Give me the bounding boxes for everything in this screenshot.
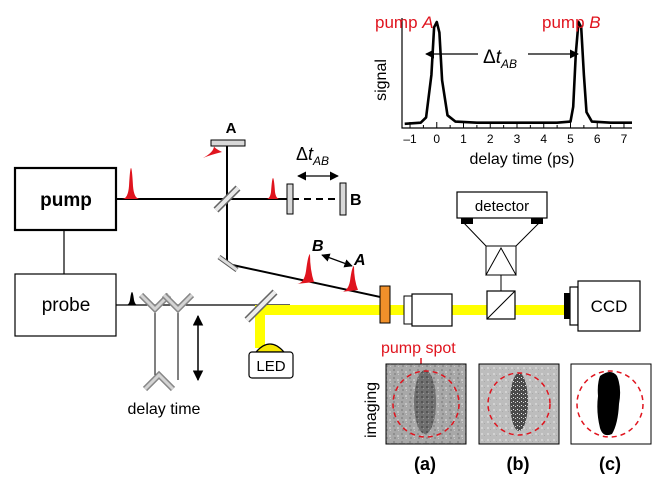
x-tick-label: –1	[403, 132, 417, 146]
cube-diagonal	[486, 290, 516, 320]
led-box	[248, 351, 294, 379]
ccd-window	[564, 293, 570, 319]
inset-ticks	[409, 122, 625, 128]
delay-dt-label: ΔtAB	[296, 144, 329, 168]
probe-label: probe	[42, 295, 91, 316]
detector-label: detector	[475, 198, 529, 215]
delay-mirror-fixed	[286, 183, 294, 215]
pump-turn-mirror	[218, 255, 238, 272]
x-tick-label: 2	[487, 132, 494, 146]
beam-label-a: A	[353, 252, 366, 269]
delay-time-label: delay time	[128, 401, 201, 418]
dt-ab-mask	[478, 38, 528, 70]
inset-dt-sub: AB	[500, 57, 517, 71]
ccd-front	[569, 286, 579, 326]
detector-fan-right	[515, 221, 541, 247]
panel-b: (b)	[478, 363, 560, 474]
pump-b-letter: B	[589, 13, 600, 32]
x-tick-label: 4	[540, 132, 547, 146]
pump-pulse-main	[122, 168, 140, 199]
delay-dt-sub: AB	[312, 154, 329, 168]
probe-beamsplitter	[245, 290, 277, 322]
pump-a-prefix: pump	[375, 13, 422, 32]
objective-front	[403, 295, 413, 325]
inset-axes	[401, 18, 632, 129]
pump-box	[13, 166, 118, 232]
pump-a-label: pump A	[375, 13, 434, 32]
led-label: LED	[256, 358, 285, 375]
detector-prism-frame	[485, 245, 517, 276]
panel-a-label: (a)	[414, 454, 436, 474]
panel-b-pump-circle	[487, 372, 551, 436]
inset-ylabel: signal	[373, 59, 390, 101]
panel-a-spot	[414, 370, 436, 434]
x-tick-label: 3	[514, 132, 521, 146]
pump-spot-label: pump spot	[381, 340, 456, 357]
ccd-box	[577, 280, 641, 332]
beam-pulse-b	[296, 254, 314, 284]
detector-fan-left	[462, 221, 487, 247]
panel-c: (c)	[570, 363, 652, 474]
detector-diode-left	[461, 218, 473, 224]
imaging-label: imaging	[363, 382, 380, 438]
ccd-label: CCD	[591, 297, 628, 316]
x-tick-label: 6	[594, 132, 601, 146]
mirror-b-label: B	[350, 192, 362, 209]
objective-body	[411, 293, 453, 327]
panel-c-pump-circle	[576, 370, 644, 438]
pump-a-letter: A	[421, 13, 433, 32]
detector-prism	[485, 246, 517, 276]
retroreflector-top-right	[162, 293, 194, 312]
pump-b-label: pump B	[542, 13, 601, 32]
pump-b-prefix: pump	[542, 13, 589, 32]
retroreflector-top-left	[139, 293, 171, 312]
x-tick-label: 7	[621, 132, 628, 146]
inset-dt-var: t	[496, 47, 502, 68]
probe-pulse	[126, 292, 138, 305]
delay-dt-var: t	[308, 144, 314, 164]
inset-dt-symbol: Δ	[483, 47, 496, 68]
x-tick-label: 0	[433, 132, 440, 146]
retroreflector-bottom	[143, 372, 175, 391]
sample	[379, 285, 391, 324]
beam-ab-arrow	[321, 253, 353, 268]
panel-c-spot	[597, 372, 621, 436]
panel-a: (a)	[385, 363, 467, 474]
panel-b-spot	[510, 373, 528, 431]
mirror-a-label: A	[226, 120, 237, 137]
detector-box	[456, 191, 548, 219]
detector-diode-right	[531, 218, 543, 224]
x-tick-label: 1	[460, 132, 467, 146]
x-tick-label: 5	[567, 132, 574, 146]
panel-a-pump-circle	[392, 370, 460, 438]
inset-dt-label: ΔtAB	[483, 47, 517, 71]
pump-beamsplitter	[214, 186, 240, 212]
delay-dt-symbol: Δ	[296, 144, 308, 164]
inset-tick-labels: –1 0 1 2 3 4 5 6 7	[403, 132, 627, 146]
panel-c-label: (c)	[599, 454, 621, 474]
pump-pulse-a	[203, 146, 222, 158]
beam-label-b: B	[312, 238, 324, 255]
beam-pulse-a	[340, 266, 358, 292]
inset-xlabel: delay time (ps)	[470, 151, 575, 168]
mirror-a	[210, 139, 246, 147]
pump-pulse-b	[266, 178, 280, 199]
pump-label: pump	[40, 190, 92, 211]
signal-curve	[404, 20, 632, 126]
mirror-b	[339, 182, 347, 216]
panel-b-label: (b)	[507, 454, 530, 474]
